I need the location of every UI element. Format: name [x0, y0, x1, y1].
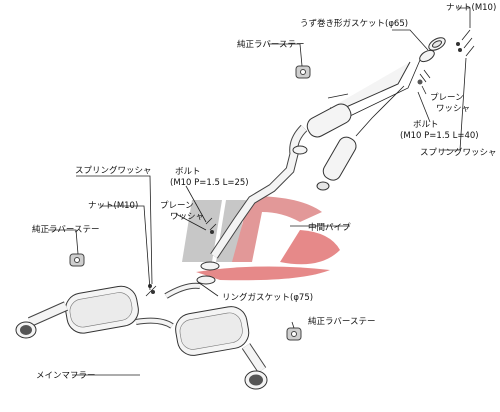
main-muffler-drawing — [15, 282, 268, 390]
mid-pipe-drawing — [196, 124, 308, 285]
label-plain-washer-mid-2: ワッシャ — [170, 212, 204, 222]
label-rubber-stay-left: 純正ラバーステー — [32, 224, 100, 235]
hks-watermark-logo — [182, 196, 340, 281]
label-bolt-right-spec: (M10 P=1.5 L=40) — [400, 131, 479, 141]
label-spring-washer-right: スプリングワッシャ — [420, 147, 497, 158]
label-spiral-gasket: うず巻き形ガスケット(φ65) — [300, 18, 408, 29]
label-mid-pipe: 中間パイプ — [308, 222, 351, 233]
label-bolt-mid: ボルト — [175, 167, 201, 177]
rubber-stay-top-drawing — [295, 65, 311, 79]
label-nut-top: ナット(M10) — [446, 3, 496, 13]
label-nut-left: ナット(M10) — [88, 201, 138, 211]
front-pipe-assembly — [306, 37, 446, 191]
bolt-nut-mid — [145, 217, 217, 297]
bolt-nut-right — [417, 29, 475, 85]
label-plain-washer-mid-1: プレーン — [160, 201, 194, 211]
label-main-muffler: メインマフラー — [36, 371, 96, 381]
label-bolt-mid-spec: (M10 P=1.5 L=25) — [170, 178, 249, 188]
label-rubber-stay-top: 純正ラバーステー — [237, 39, 305, 50]
label-plain-washer-right-2: ワッシャ — [436, 104, 470, 114]
leader-lines — [48, 7, 471, 376]
label-ring-gasket: リングガスケット(φ75) — [222, 292, 313, 303]
rubber-stay-left-drawing — [69, 253, 85, 267]
label-plain-washer-right-1: プレーン — [430, 93, 464, 103]
ring-gasket-drawing — [196, 275, 216, 285]
spiral-gasket — [419, 49, 435, 63]
label-rubber-stay-bottom: 純正ラバーステー — [308, 316, 376, 327]
rubber-stay-bottom-drawing — [286, 327, 302, 341]
label-bolt-right: ボルト — [413, 120, 439, 130]
label-spring-washer-left: スプリングワッシャ — [75, 165, 152, 176]
mid-pipe-flange — [200, 261, 220, 271]
